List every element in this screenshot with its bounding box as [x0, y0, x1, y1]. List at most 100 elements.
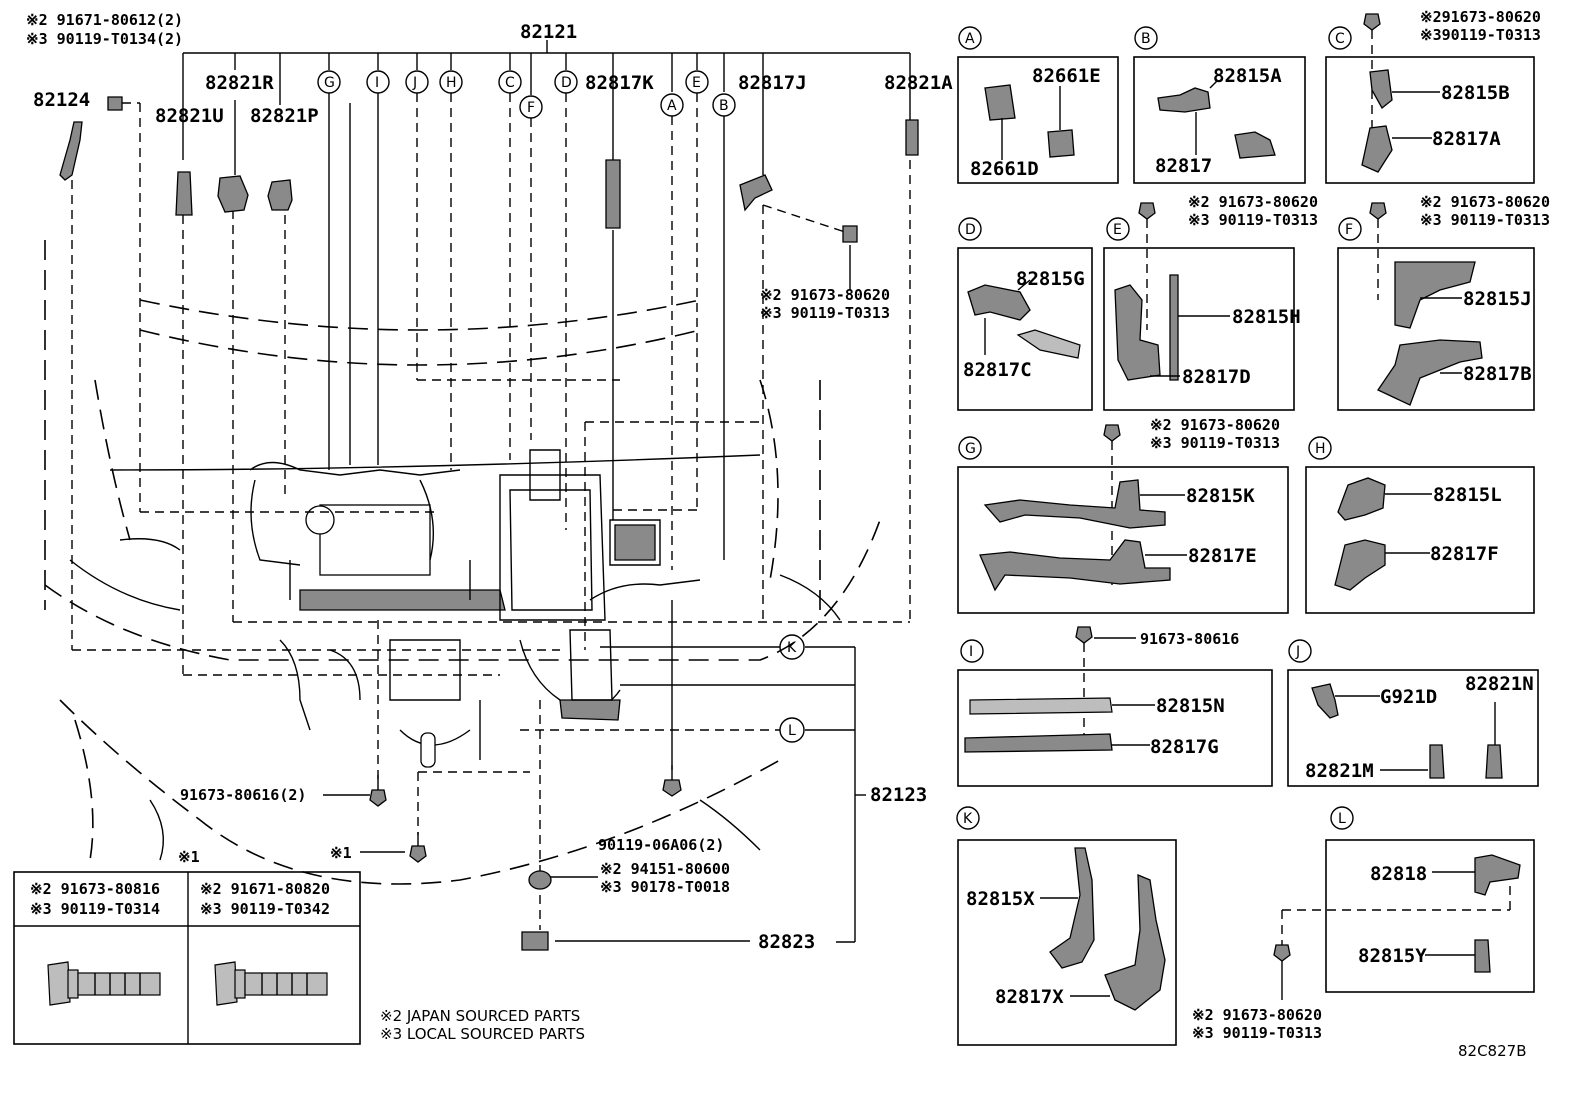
inset-letter-label: J [1295, 644, 1300, 660]
inset-k: K 82815X 82817X [956, 806, 1177, 1046]
inset-f-bolt-2: ※3 90119-T0313 [1420, 211, 1550, 229]
inset-g: G ※2 91673-80620 ※3 90119-T0313 82815K 8… [957, 416, 1289, 614]
part-82817c: 82817C [963, 359, 1032, 381]
part-82124: 82124 [33, 89, 90, 111]
top-connectors [59, 96, 919, 243]
bolt-a-label: 91673-80616(2) [180, 786, 306, 804]
circle-a: A [667, 98, 677, 114]
circle-i: I [375, 75, 379, 91]
inset-c: C ※291673-80620 ※390119-T0313 82815B 828… [1325, 8, 1541, 184]
part-82821m: 82821M [1305, 760, 1374, 782]
part-82821p: 82821P [250, 105, 319, 127]
inset-letter-label: E [1113, 222, 1122, 238]
part-82821n: 82821N [1465, 673, 1534, 695]
left-bolt-note-1: ※2 91671-80612(2) [26, 11, 183, 29]
part-82661e: 82661E [1032, 65, 1101, 87]
part-82817j: 82817J [738, 72, 807, 94]
harness-leader-lines [71, 40, 911, 943]
inset-letter-label: G [965, 441, 976, 457]
inset-c-bolt-2: ※390119-T0313 [1420, 26, 1541, 44]
nut-note-1: ※2 94151-80600 [600, 860, 730, 878]
part-82815h: 82815H [1232, 306, 1301, 328]
part-82815x: 82815X [966, 888, 1035, 910]
part-82818: 82818 [1370, 863, 1427, 885]
circle-k: K [787, 640, 797, 656]
part-82817x: 82817X [995, 986, 1064, 1008]
circle-l: L [788, 723, 796, 739]
inset-i: I 91673-80616 82815N 82817G [957, 626, 1273, 787]
inset-d: D 82815G 82817C [957, 217, 1093, 411]
engine-bay-outline [44, 240, 881, 885]
inset-l-bolt-1: ※2 91673-80620 [1192, 1006, 1322, 1024]
clamp-bolt-note-2: ※3 90119-T0313 [760, 304, 890, 322]
inset-f: F ※2 91673-80620 ※3 90119-T0313 82815J 8… [1337, 193, 1550, 411]
part-82815n: 82815N [1156, 695, 1225, 717]
bolt-table-col1-line2: ※3 90119-T0314 [30, 900, 160, 918]
circle-c: C [505, 75, 515, 91]
part-82815b: 82815B [1441, 82, 1510, 104]
inset-letter-label: F [1345, 222, 1353, 238]
part-82123: 82123 [870, 784, 927, 806]
part-82815g: 82815G [1016, 268, 1085, 290]
bolts [369, 765, 682, 951]
part-82821a: 82821A [884, 72, 953, 94]
part-82817e: 82817E [1188, 545, 1257, 567]
circle-d: D [561, 75, 572, 91]
inset-g-bolt-1: ※2 91673-80620 [1150, 416, 1280, 434]
circle-g: G [324, 75, 335, 91]
inset-c-bolt-1: ※291673-80620 [1420, 8, 1541, 26]
circle-f: F [527, 100, 535, 116]
part-82821r: 82821R [205, 72, 274, 94]
part-82817b: 82817B [1463, 363, 1532, 385]
part-82817a: 82817A [1432, 128, 1501, 150]
bolt-table-col2-line1: ※2 91671-80820 [200, 880, 330, 898]
part-g921d: G921D [1380, 686, 1437, 708]
bolt-c-label: 90119-06A06(2) [598, 836, 724, 854]
inset-a: A 82661E 82661D [957, 26, 1119, 184]
nut-note-2: ※3 90178-T0018 [600, 878, 730, 896]
top-letter-circles: G I J H C F D A E B K L [317, 70, 805, 743]
part-82815y: 82815Y [1358, 945, 1427, 967]
inset-l: L 82818 82815Y ※2 91673-80620 ※3 90119-T… [1192, 806, 1535, 1042]
inset-letter-label: B [1141, 31, 1151, 47]
part-82823: 82823 [758, 931, 815, 953]
clamp-bolt-note-1: ※2 91673-80620 [760, 286, 890, 304]
inset-e-bolt-1: ※2 91673-80620 [1188, 193, 1318, 211]
part-82815k: 82815K [1186, 485, 1255, 507]
bolt-b-label: ※1 [330, 844, 352, 862]
main-labels: ※2 91671-80612(2) ※3 90119-T0134(2) 8212… [26, 11, 953, 953]
inset-b: B 82815A 82817 [1133, 26, 1306, 184]
inset-letter-label: A [965, 31, 975, 47]
bolt-table-title: ※1 [178, 848, 200, 866]
part-82661d: 82661D [970, 158, 1039, 180]
part-82817f: 82817F [1430, 543, 1499, 565]
engine-block [249, 449, 701, 768]
inset-l-bolt-2: ※3 90119-T0313 [1192, 1024, 1322, 1042]
inset-letter-label: C [1335, 31, 1345, 47]
part-82817k: 82817K [585, 72, 654, 94]
inset-letter-label: D [965, 222, 976, 238]
inset-j: J G921D 82821N 82821M [1287, 639, 1539, 787]
inset-h: H 82815L 82817F [1305, 436, 1535, 614]
inset-letter-label: L [1338, 811, 1346, 827]
inset-letter-label: H [1315, 441, 1326, 457]
left-bolt-note-2: ※3 90119-T0134(2) [26, 30, 183, 48]
part-82815l: 82815L [1433, 484, 1502, 506]
circle-e: E [692, 75, 701, 91]
part-82815j: 82815J [1463, 288, 1532, 310]
footnotes: ※2 JAPAN SOURCED PARTS ※3 LOCAL SOURCED … [380, 1007, 585, 1043]
bolt-table-col2-line2: ※3 90119-T0342 [200, 900, 330, 918]
footnote-local: ※3 LOCAL SOURCED PARTS [380, 1025, 585, 1043]
harness-number: 82121 [520, 21, 577, 43]
diagram-code: 82C827B [1458, 1042, 1526, 1060]
inset-letter-label: K [963, 811, 973, 827]
part-82817: 82817 [1155, 155, 1212, 177]
inset-i-bolt-1: 91673-80616 [1140, 630, 1239, 648]
inset-e-bolt-2: ※3 90119-T0313 [1188, 211, 1318, 229]
part-82817g: 82817G [1150, 736, 1219, 758]
part-82817d: 82817D [1182, 366, 1251, 388]
inset-e: E ※2 91673-80620 ※3 90119-T0313 82815H 8… [1103, 193, 1318, 411]
part-82815a: 82815A [1213, 65, 1282, 87]
circle-h: H [446, 75, 457, 91]
bolt-table: ※1 ※2 91673-80816 ※3 90119-T0314 ※2 9167… [13, 848, 361, 1045]
